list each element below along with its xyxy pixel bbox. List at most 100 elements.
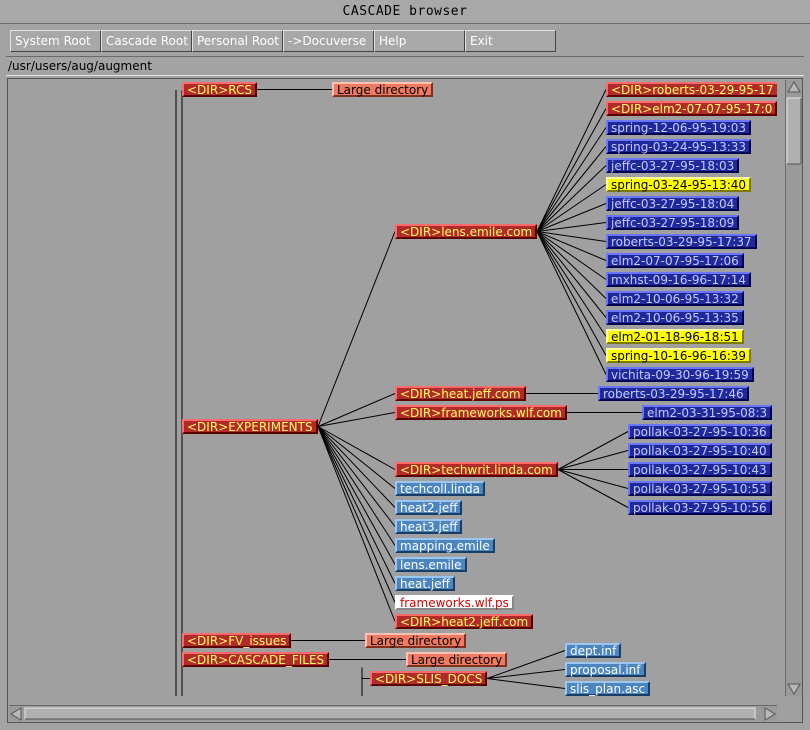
tree-edge: [557, 469, 629, 508]
tree-edge: [536, 222, 607, 232]
tree-edge: [317, 231, 396, 427]
tree-edge: [486, 650, 566, 679]
tree-edge: [317, 426, 396, 603]
file-node[interactable]: heat3.jeff: [395, 519, 463, 534]
scroll-left-arrow-icon[interactable]: [10, 707, 22, 721]
exit-button[interactable]: Exit: [465, 30, 556, 52]
version-node[interactable]: roberts-03-29-95-17:37: [606, 234, 757, 249]
version-node[interactable]: pollak-03-27-95-10:56: [628, 500, 772, 515]
tree-edge: [486, 678, 566, 689]
tree-edge: [317, 412, 396, 427]
dir-node[interactable]: <DIR>EXPERIMENTS: [182, 419, 318, 434]
tree-edge: [317, 426, 396, 508]
help-button[interactable]: Help: [374, 30, 465, 52]
version-node-highlighted[interactable]: spring-03-24-95-13:40: [606, 177, 752, 192]
file-node[interactable]: techcoll.linda: [395, 481, 485, 496]
tree-canvas[interactable]: <DIR>RCS Large directory <DIR>roberts-03…: [9, 80, 777, 696]
dir-node[interactable]: <DIR>techwrit.linda.com: [395, 462, 558, 477]
cascade-root-button[interactable]: Cascade Root: [101, 30, 192, 52]
path-bar: /usr/users/aug/augment: [6, 56, 804, 76]
tree-edge: [317, 393, 396, 427]
tree-edge: [536, 231, 607, 299]
dir-node[interactable]: <DIR>SLIS_DOCS: [370, 671, 488, 686]
dir-node[interactable]: <DIR>elm2-07-07-95-17:0: [606, 101, 777, 116]
tree-edge: [317, 426, 396, 584]
version-node[interactable]: pollak-03-27-95-10:43: [628, 462, 772, 477]
version-node-highlighted[interactable]: spring-10-16-96-16:39: [606, 348, 752, 363]
version-node-highlighted[interactable]: elm2-01-18-96-18:51: [606, 329, 744, 344]
tree-edge: [536, 231, 607, 337]
horizontal-scrollbar-graphics: [10, 707, 776, 721]
title-bar[interactable]: CASCADE browser: [0, 0, 810, 24]
file-node[interactable]: slis_plan.asc: [565, 681, 651, 696]
tree-edge: [317, 426, 396, 565]
version-node[interactable]: mxhst-09-16-96-17:14: [606, 272, 752, 287]
version-node[interactable]: spring-03-24-95-13:33: [606, 139, 752, 154]
horizontal-scroll-thumb[interactable]: [24, 707, 756, 720]
horizontal-scrollbar[interactable]: [9, 705, 777, 721]
tree-edge: [536, 231, 607, 356]
tree-edge: [557, 469, 629, 489]
scroll-up-arrow-icon[interactable]: [787, 81, 801, 93]
dir-node[interactable]: <DIR>heat.jeff.com: [395, 386, 526, 401]
docuverse-button[interactable]: ->Docuverse: [283, 30, 374, 52]
tree-edge: [317, 426, 396, 470]
tree-edge: [536, 231, 607, 375]
current-path: /usr/users/aug/augment: [8, 59, 152, 73]
dir-node[interactable]: <DIR>heat2.jeff.com: [395, 614, 534, 629]
tree-edge: [536, 165, 607, 232]
dir-node[interactable]: <DIR>FV_issues: [182, 633, 292, 648]
tree-edge: [536, 89, 607, 232]
vertical-scrollbar[interactable]: [785, 80, 802, 696]
version-node[interactable]: pollak-03-27-95-10:40: [628, 443, 772, 458]
file-node[interactable]: mapping.emile: [395, 538, 495, 553]
version-node[interactable]: jeffc-03-27-95-18:03: [606, 158, 740, 173]
large-directory-node[interactable]: Large directory: [332, 82, 434, 97]
dir-node[interactable]: <DIR>RCS: [182, 82, 257, 97]
version-node[interactable]: jeffc-03-27-95-18:09: [606, 215, 740, 230]
dir-node[interactable]: <DIR>lens.emile.com: [395, 224, 538, 239]
file-node[interactable]: heat.jeff: [395, 576, 455, 591]
dir-node[interactable]: <DIR>CASCADE_FILES: [182, 652, 330, 667]
tree-edge: [317, 426, 396, 489]
tree-edge: [536, 231, 607, 261]
version-node[interactable]: pollak-03-27-95-10:53: [628, 481, 772, 496]
tree-edge: [536, 231, 607, 318]
scroll-right-arrow-icon[interactable]: [764, 707, 776, 721]
version-node[interactable]: roberts-03-29-95-17:46: [598, 386, 749, 401]
version-node[interactable]: elm2-03-31-95-08:3: [642, 405, 773, 420]
version-node[interactable]: elm2-10-06-95-13:35: [606, 310, 744, 325]
tree-edge: [317, 426, 396, 527]
tree-edge: [536, 184, 607, 232]
tree-edge: [536, 231, 607, 280]
version-node[interactable]: vichita-09-30-96-19:59: [606, 367, 754, 382]
dir-node[interactable]: <DIR>frameworks.wlf.com: [395, 405, 567, 420]
large-directory-node[interactable]: Large directory: [365, 633, 467, 648]
tree-edges: [175, 89, 642, 696]
tree-edge: [557, 431, 629, 470]
window-title: CASCADE browser: [342, 4, 468, 19]
file-node[interactable]: dept.inf: [565, 643, 622, 658]
postscript-file-node[interactable]: frameworks.wlf.ps: [395, 595, 514, 610]
tree-edge: [536, 108, 607, 232]
tree-edge: [536, 231, 607, 242]
tree-edge: [317, 426, 396, 546]
vertical-scroll-thumb[interactable]: [786, 97, 802, 165]
version-node[interactable]: elm2-10-06-95-13:32: [606, 291, 744, 306]
version-node[interactable]: elm2-07-07-95-17:06: [606, 253, 744, 268]
scroll-down-arrow-icon[interactable]: [787, 683, 801, 695]
version-node[interactable]: jeffc-03-27-95-18:04: [606, 196, 740, 211]
version-node[interactable]: pollak-03-27-95-10:36: [628, 424, 772, 439]
tree-edge: [486, 669, 566, 679]
file-node[interactable]: lens.emile: [395, 557, 467, 572]
dir-node[interactable]: <DIR>roberts-03-29-95-17: [606, 82, 777, 97]
large-directory-node[interactable]: Large directory: [406, 652, 508, 667]
tree-edge: [536, 127, 607, 232]
file-node[interactable]: heat2.jeff: [395, 500, 463, 515]
system-root-button[interactable]: System Root: [10, 30, 101, 52]
personal-root-button[interactable]: Personal Root: [192, 30, 283, 52]
version-node[interactable]: spring-12-06-95-19:03: [606, 120, 752, 135]
file-node[interactable]: proposal.inf: [565, 662, 646, 677]
tree-edge: [317, 426, 396, 622]
